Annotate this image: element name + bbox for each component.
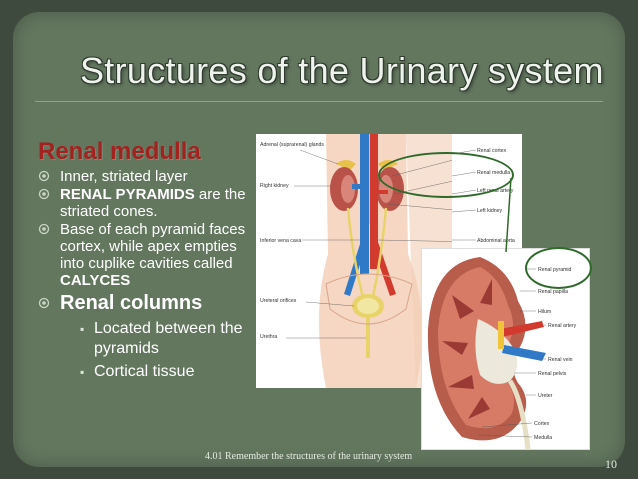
bullet-icon bbox=[38, 297, 50, 309]
label-urethra: Urethra bbox=[260, 334, 277, 340]
label-abdominal-aorta-r: Abdominal aorta bbox=[477, 238, 515, 244]
label-ivc: Inferior vena cava bbox=[260, 238, 301, 244]
bullet-item-renal-columns: Renal columns ▪ Located between the pyram… bbox=[38, 291, 260, 382]
label-cortex: Cortex bbox=[534, 421, 550, 427]
sub-bullet-item: ▪ Cortical tissue bbox=[80, 362, 260, 382]
heading-renal-medulla: Renal medulla bbox=[38, 138, 201, 165]
footer-text: 4.01 Remember the structures of the urin… bbox=[205, 451, 413, 462]
dot-icon: ▪ bbox=[80, 365, 85, 379]
sub-bullet-text: Cortical tissue bbox=[94, 363, 195, 380]
title-underline bbox=[35, 101, 603, 102]
page-number: 10 bbox=[605, 457, 617, 471]
bullet-text: are the striated cones. bbox=[60, 186, 246, 220]
bullet-item: Inner, striated layer bbox=[38, 168, 260, 185]
bullet-item: RENAL PYRAMIDS are the striated cones. bbox=[38, 186, 260, 220]
text-column: Renal medulla Inner, striated layer RENA… bbox=[38, 138, 260, 385]
dot-icon: ▪ bbox=[80, 322, 85, 336]
kidney-section-drawing: Renal pyramid Renal papilla Hilum Renal … bbox=[427, 257, 577, 450]
label-hilum: Hilum bbox=[538, 309, 551, 315]
bullet-list: Inner, striated layer RENAL PYRAMIDS are… bbox=[38, 168, 260, 382]
slide-title: Structures of the Urinary system bbox=[80, 50, 604, 91]
label-renal-artery: Renal artery bbox=[548, 323, 577, 329]
bullet-icon bbox=[38, 223, 50, 235]
bullet-item: Base of each pyramid faces cortex, while… bbox=[38, 221, 260, 289]
label-renal-pelvis: Renal pelvis bbox=[538, 371, 567, 377]
label-renal-cortex-r: Renal cortex bbox=[477, 148, 507, 154]
label-renal-papilla: Renal papilla bbox=[538, 289, 568, 295]
label-left-renal-artery-r: Left renal artery bbox=[477, 188, 514, 194]
bullet-strong-text: CALYCES bbox=[60, 272, 131, 289]
sub-bullet-list: ▪ Located between the pyramids ▪ Cortical … bbox=[60, 319, 260, 382]
sub-bullet-item: ▪ Located between the pyramids bbox=[80, 319, 260, 359]
bullet-icon bbox=[38, 188, 50, 200]
bullet-text: Inner, striated layer bbox=[60, 168, 188, 185]
heading-renal-columns: Renal columns bbox=[60, 292, 203, 314]
label-right-kidney: Right kidney bbox=[260, 183, 289, 189]
highlight-oval-renal-pyramid bbox=[525, 247, 592, 289]
label-ureter: Ureter bbox=[538, 393, 553, 399]
bullet-strong-text: RENAL PYRAMIDS bbox=[60, 186, 195, 203]
label-medulla: Medulla bbox=[534, 435, 552, 441]
sub-bullet-text: Located between the pyramids bbox=[94, 320, 243, 357]
bullet-icon bbox=[38, 170, 50, 182]
label-ureteral-orifices: Ureteral orifices bbox=[260, 298, 297, 304]
highlight-oval-renal-medulla bbox=[378, 152, 514, 198]
label-adrenal: Adrenal (suprarenal) glands bbox=[260, 142, 324, 148]
label-renal-vein: Renal vein bbox=[548, 357, 573, 363]
label-left-kidney-r: Left kidney bbox=[477, 208, 502, 214]
bullet-text: Base of each pyramid faces cortex, while… bbox=[60, 221, 246, 272]
kidney-section-illustration: Renal pyramid Renal papilla Hilum Renal … bbox=[422, 249, 589, 450]
